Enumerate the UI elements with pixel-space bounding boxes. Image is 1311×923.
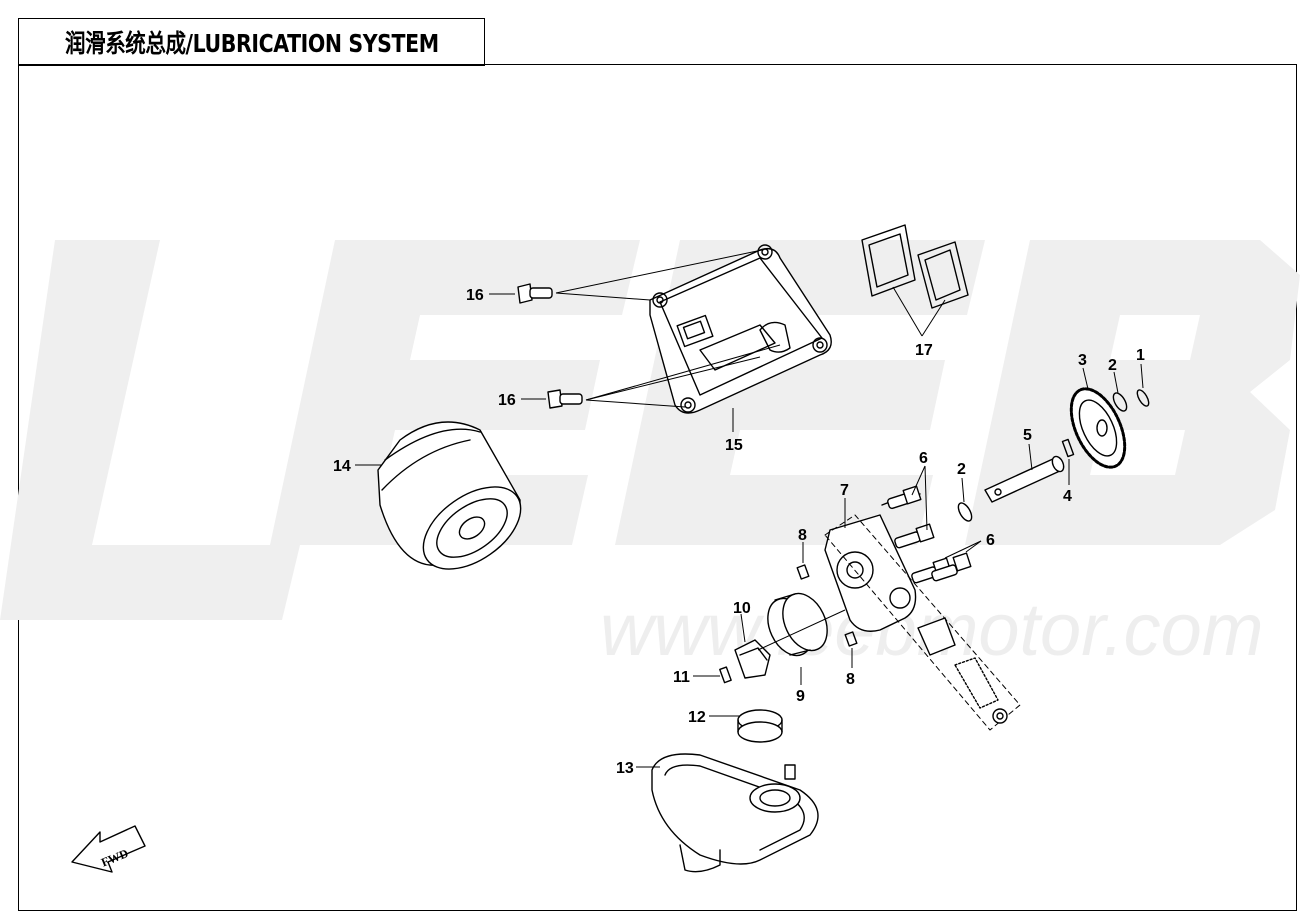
part-8-dowel-b: [844, 631, 858, 647]
part-11-pin: [719, 666, 732, 684]
part-4-pin: [1061, 438, 1075, 458]
callout-9: 9: [796, 688, 805, 705]
part-5-pump-shaft: [984, 455, 1065, 503]
part-10-inner-rotor: [734, 639, 771, 679]
callout-2-lower: 2: [957, 461, 966, 478]
part-17-gasket-b: [917, 241, 969, 309]
part-15-cover-plate: [649, 244, 832, 414]
callout-12: 12: [688, 709, 706, 726]
part-16-bolt-lower: [547, 389, 583, 409]
callout-8-upper: 8: [798, 527, 807, 544]
callout-11: 11: [673, 669, 690, 686]
part-16-bolt-upper: [517, 283, 553, 304]
callout-16-lower: 16: [498, 392, 516, 409]
page-title: 润滑系统总成/LUBRICATION SYSTEM: [64, 29, 439, 58]
callout-2-upper: 2: [1108, 357, 1117, 374]
callout-17: 17: [915, 342, 933, 359]
part-8-dowel-a: [796, 564, 810, 580]
callout-14: 14: [333, 458, 351, 475]
leader-lines: [355, 249, 1144, 768]
callout-16-upper: 16: [466, 287, 484, 304]
callouts: 16 16 15 17 14 1 2 3 5 4 2 6 6 7 8 8 10 …: [333, 287, 1145, 777]
callout-8-lower: 8: [846, 671, 855, 688]
diagram-frame: [18, 64, 1297, 911]
callout-4: 4: [1063, 488, 1072, 505]
part-2-washer-upper: [1112, 392, 1128, 412]
part-14-oil-filter: [377, 421, 522, 570]
part-13-oil-strainer: [651, 753, 819, 873]
callout-1: 1: [1136, 347, 1145, 364]
part-2-washer-lower: [957, 502, 973, 522]
callout-6-upper: 6: [919, 450, 928, 467]
callout-7: 7: [840, 482, 849, 499]
title-box: 润滑系统总成/LUBRICATION SYSTEM: [18, 18, 485, 66]
callout-15: 15: [725, 437, 743, 454]
part-6-bolts: [881, 485, 972, 584]
callout-13: 13: [616, 760, 634, 777]
callout-5: 5: [1023, 427, 1032, 444]
fwd-arrow-icon: [71, 825, 146, 873]
callout-10: 10: [733, 600, 751, 617]
part-17-gasket-a: [861, 224, 916, 297]
callout-3: 3: [1078, 352, 1087, 369]
part-1-circlip: [1136, 389, 1150, 407]
part-12-oring: [737, 709, 783, 743]
part-7-oil-pump-body: [824, 514, 917, 632]
pump-assembly-outline: [824, 514, 1021, 731]
part-9-outer-rotor: [767, 592, 828, 657]
part-3-gear: [1069, 387, 1127, 469]
relief-valve: [917, 617, 1008, 724]
callout-6-right: 6: [986, 532, 995, 549]
